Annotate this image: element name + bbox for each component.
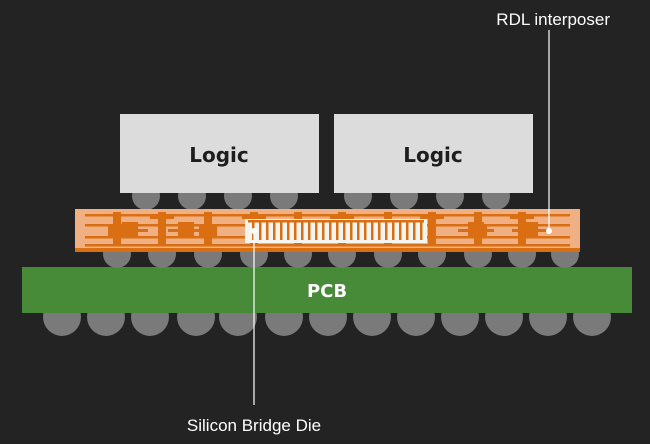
- bridge-via: [280, 222, 283, 240]
- trace-segment: [510, 214, 534, 219]
- bridge-via: [399, 222, 402, 240]
- via-column: [158, 212, 166, 246]
- trace-segment: [150, 214, 174, 219]
- bridge-via: [413, 222, 416, 240]
- logic-die-body: [120, 114, 319, 193]
- bridge-via: [406, 222, 409, 240]
- trace-segment: [458, 229, 494, 232]
- rdl-interposer-label: RDL interposer: [496, 10, 610, 29]
- bridge-via: [273, 222, 276, 240]
- callout-dot: [251, 228, 257, 234]
- bridge-via: [350, 222, 353, 240]
- trace-segment: [512, 229, 548, 232]
- bridge-via: [266, 222, 269, 240]
- bridge-via: [364, 222, 367, 240]
- pcb-label: PCB: [307, 281, 347, 302]
- bridge-via: [336, 222, 339, 240]
- trace-segment: [168, 229, 204, 232]
- callout-dot: [546, 228, 552, 234]
- logic-die-label: Logic: [403, 143, 463, 167]
- rdl-interposer-callout: RDL interposer: [496, 10, 610, 234]
- bridge-via: [315, 222, 318, 240]
- bridge-via: [322, 222, 325, 240]
- trace-line: [85, 214, 570, 217]
- via-column: [428, 212, 436, 246]
- bridge-via: [378, 222, 381, 240]
- bridge-via: [301, 222, 304, 240]
- logic-die-left: Logic: [120, 114, 319, 193]
- bridge-via: [308, 222, 311, 240]
- logic-die-label: Logic: [189, 143, 249, 167]
- bridge-via: [294, 222, 297, 240]
- trace-segment: [420, 214, 444, 219]
- interposer-bottom-edge: [75, 248, 580, 252]
- trace-segment: [112, 229, 148, 232]
- bridge-via: [392, 222, 395, 240]
- bridge-via: [420, 222, 423, 240]
- rdl-interposer: [75, 209, 580, 252]
- trace-segment: [242, 214, 266, 219]
- bridge-via: [385, 222, 388, 240]
- pcb-board: [22, 267, 632, 313]
- trace-line: [85, 244, 570, 247]
- bridge-via: [371, 222, 374, 240]
- trace-segment: [330, 214, 354, 219]
- bridge-via: [259, 222, 262, 240]
- silicon-bridge-callout: Silicon Bridge Die: [187, 228, 321, 435]
- bridge-via: [329, 222, 332, 240]
- bridge-via: [287, 222, 290, 240]
- silicon-bridge-die-label: Silicon Bridge Die: [187, 416, 321, 435]
- bridge-top-trace: [248, 220, 424, 223]
- logic-die-body: [334, 114, 533, 193]
- bridge-via: [343, 222, 346, 240]
- bridge-via: [357, 222, 360, 240]
- via-pad: [199, 224, 217, 238]
- logic-die-right: Logic: [334, 114, 533, 193]
